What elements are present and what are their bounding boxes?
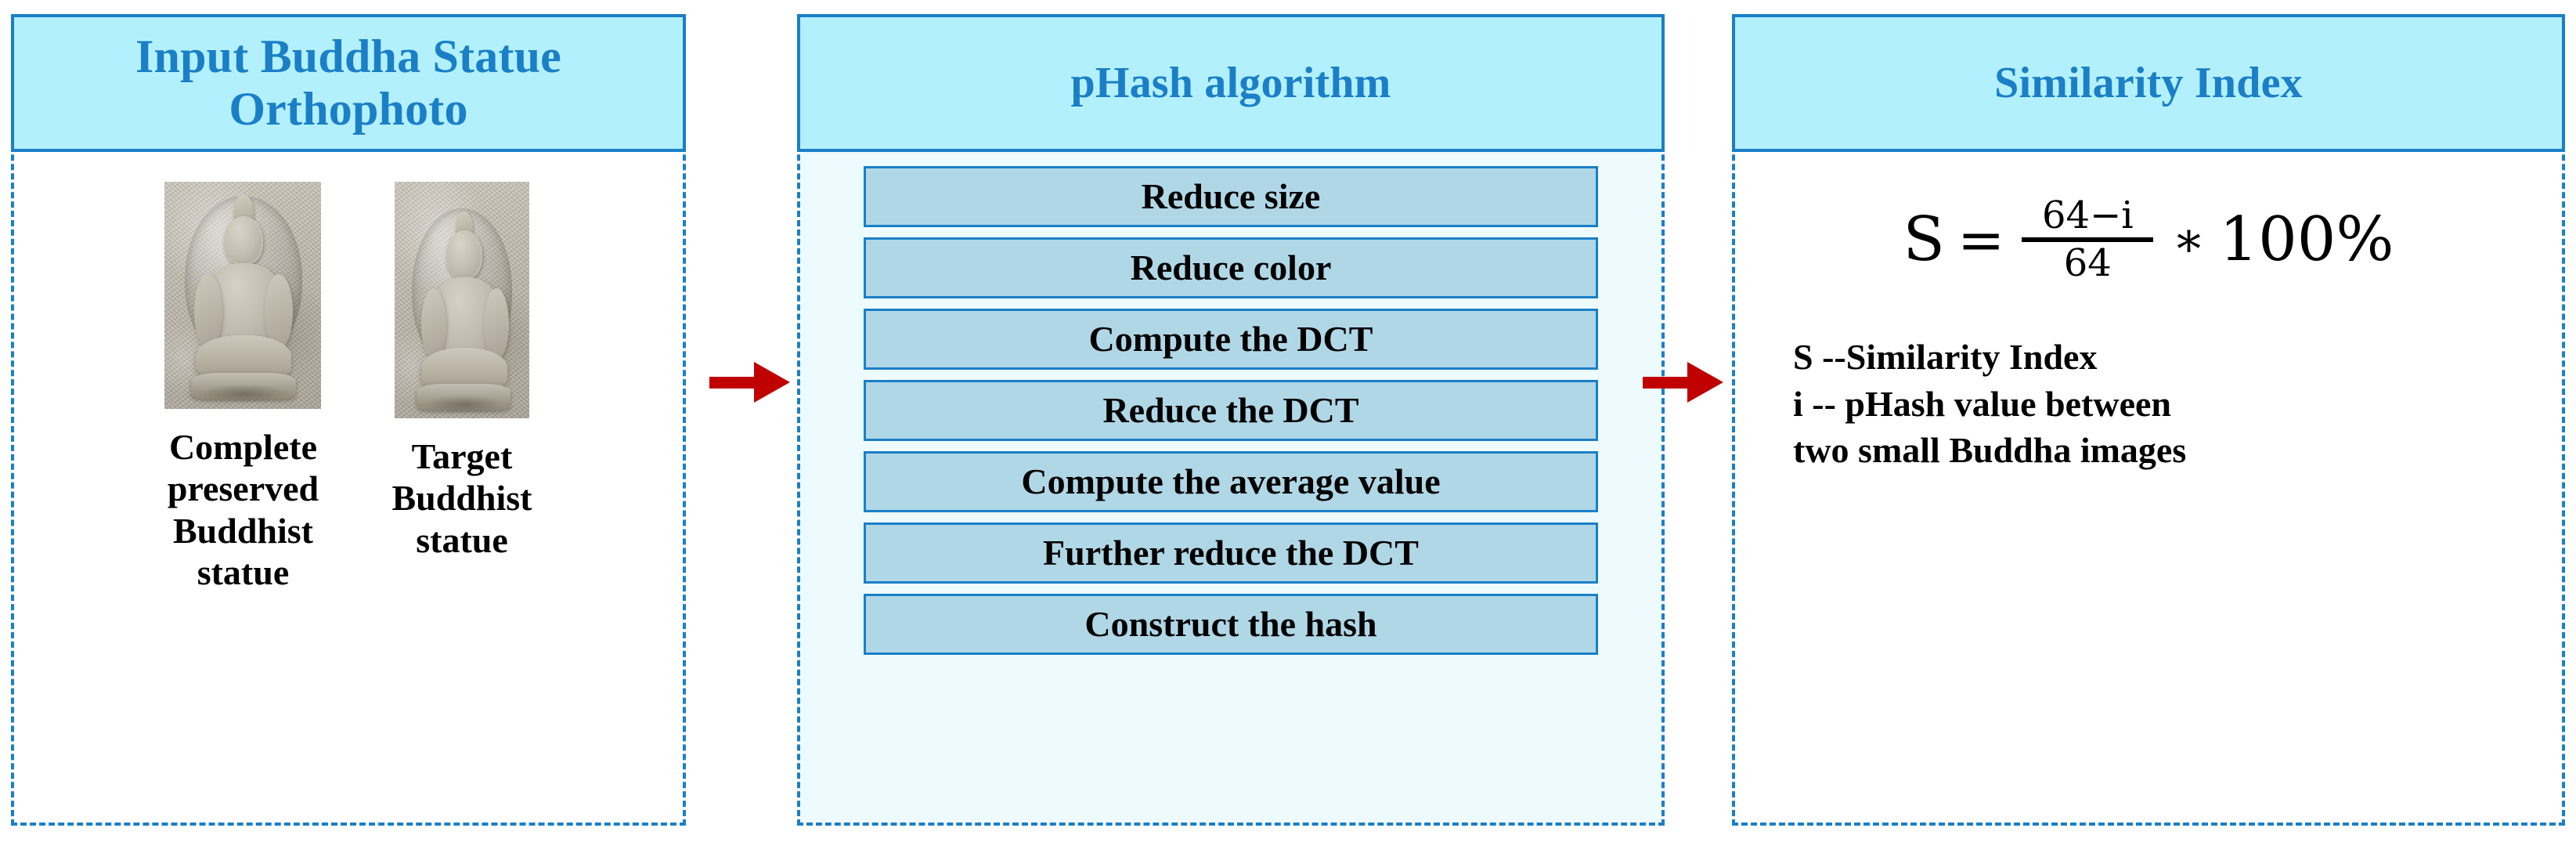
similarity-formula: S = 64−i 64 ∗ 100% — [1903, 196, 2394, 284]
formula-legend: S --Similarity Index i -- pHash value be… — [1735, 334, 2562, 474]
complete-preserved-buddhist-statue-photo — [164, 182, 322, 409]
phash-algorithm-panel: pHash algorithm Reduce size Reduce color… — [797, 14, 1665, 826]
buddha-relief — [164, 182, 321, 409]
arrow-head — [754, 362, 790, 403]
arrow-phash-to-similarity — [1643, 362, 1723, 403]
statue-caption: Target Buddhist statue — [391, 436, 532, 560]
arrow-input-to-phash — [709, 362, 790, 403]
head-shape — [224, 216, 264, 265]
right-arm-shape — [483, 288, 509, 360]
formula-equals: = — [1957, 206, 2005, 273]
left-arm-shape — [420, 288, 446, 360]
statue-caption: Complete preserved Buddhist statue — [167, 427, 319, 593]
right-arm-shape — [265, 274, 294, 349]
arrow-shaft — [709, 376, 755, 389]
statue-cell-target: Target Buddhist statue — [391, 182, 532, 561]
input-panel-body: Complete preserved Buddhist statue — [14, 152, 683, 822]
arrow-head — [1687, 362, 1723, 403]
contact-shadow — [199, 384, 290, 403]
contact-shadow — [424, 395, 504, 414]
formula-numerator: 64−i — [2041, 193, 2134, 237]
step-compute-the-dct[interactable]: Compute the DCT — [864, 309, 1598, 370]
similarity-index-panel: Similarity Index S = 64−i 64 ∗ 100% S --… — [1732, 14, 2565, 826]
similarity-panel-header: Similarity Index — [1732, 14, 2565, 152]
step-compute-average-value[interactable]: Compute the average value — [864, 451, 1598, 512]
formula-operator: ∗ — [2172, 211, 2206, 269]
step-reduce-color[interactable]: Reduce color — [864, 237, 1598, 298]
input-orthophoto-panel: Input Buddha Statue Orthophoto — [11, 14, 686, 826]
statue-cell-complete: Complete preserved Buddhist statue — [164, 182, 322, 593]
step-further-reduce-the-dct[interactable]: Further reduce the DCT — [864, 522, 1598, 584]
phash-panel-body: Reduce size Reduce color Compute the DCT… — [800, 152, 1661, 822]
statue-row: Complete preserved Buddhist statue — [164, 182, 532, 593]
target-buddhist-statue-photo — [394, 182, 529, 418]
head-shape — [446, 230, 482, 279]
pedestal-shape — [416, 384, 511, 410]
formula-lhs: S — [1903, 204, 1945, 275]
formula-fraction: 64−i 64 — [2022, 193, 2154, 285]
buddha-relief — [395, 182, 529, 418]
legend-line-i: i -- pHash value between — [1793, 383, 2171, 424]
input-panel-header: Input Buddha Statue Orthophoto — [11, 14, 686, 152]
left-arm-shape — [194, 274, 223, 349]
formula-denominator: 64 — [2063, 240, 2112, 285]
phash-panel-header: pHash algorithm — [797, 14, 1665, 152]
legend-line-i-cont: two small Buddha images — [1793, 430, 2187, 471]
legend-line-s: S --Similarity Index — [1793, 336, 2098, 377]
formula-rhs: 100% — [2219, 204, 2394, 275]
pedestal-shape — [191, 373, 297, 400]
step-reduce-size[interactable]: Reduce size — [864, 166, 1598, 227]
step-reduce-the-dct[interactable]: Reduce the DCT — [864, 380, 1598, 441]
fraction-bar — [2022, 237, 2154, 242]
arrow-shaft — [1643, 376, 1688, 389]
similarity-panel-body: S = 64−i 64 ∗ 100% S --Similarity Index … — [1735, 152, 2562, 822]
step-construct-the-hash[interactable]: Construct the hash — [864, 594, 1598, 655]
